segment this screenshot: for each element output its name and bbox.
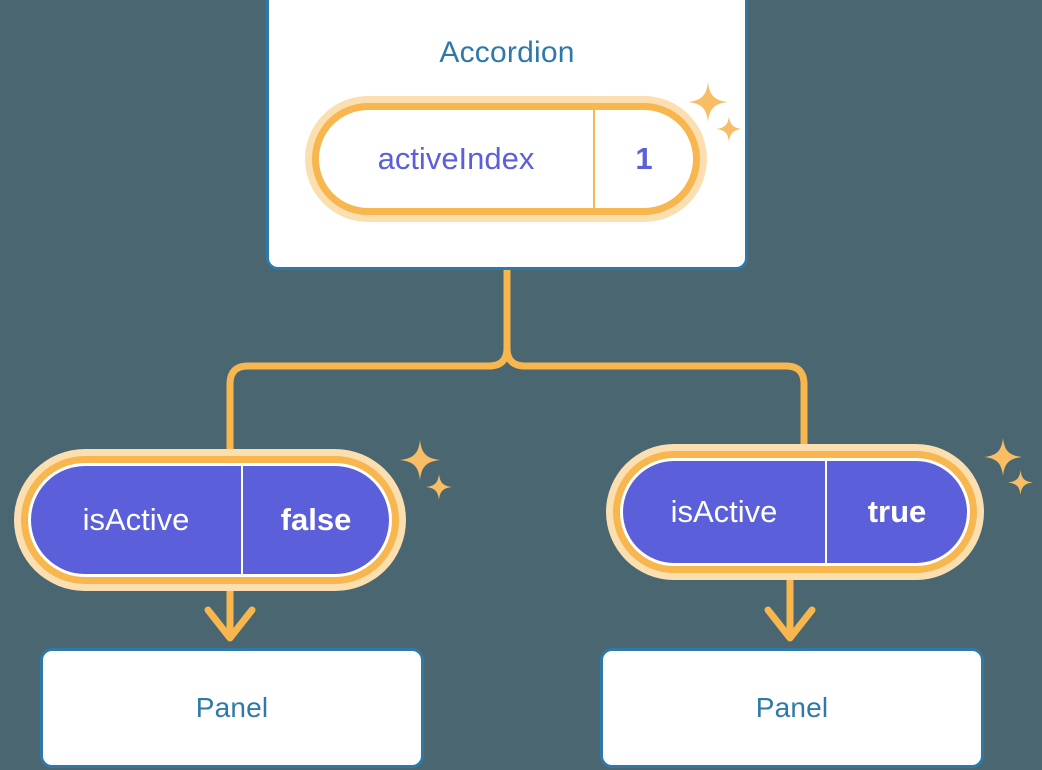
sparkle-group-right [984,438,1042,510]
state-pill-isactive-true[interactable]: isActive true [620,458,970,566]
arrow-down-icon [204,606,256,642]
state-value-isactive-left: false [241,466,389,574]
sparkle-icon [426,474,452,500]
state-value-isactive-right: true [825,461,967,563]
accordion-title: Accordion [439,36,575,69]
sparkle-icon [400,440,440,480]
panel-title-left: Panel [195,692,269,723]
state-key-isactive-left: isActive [82,502,190,537]
branch-left-path [226,266,511,456]
sparkle-group-left [400,440,460,512]
panel-card-left[interactable]: Panel [40,648,424,768]
state-pill-isactive-false[interactable]: isActive false [28,463,392,577]
sparkle-icon [984,438,1022,476]
arrow-down-icon [764,606,816,642]
state-key-activeindex: activeIndex [377,141,535,176]
panel-card-right[interactable]: Panel [600,648,984,768]
branch-right-path [503,266,808,456]
panel-title-right: Panel [755,692,829,723]
state-key-isactive-right: isActive [670,494,778,529]
sparkle-icon [1008,470,1033,495]
state-pill-activeindex[interactable]: activeIndex 1 [312,103,700,215]
state-value-activeindex: 1 [593,110,693,208]
